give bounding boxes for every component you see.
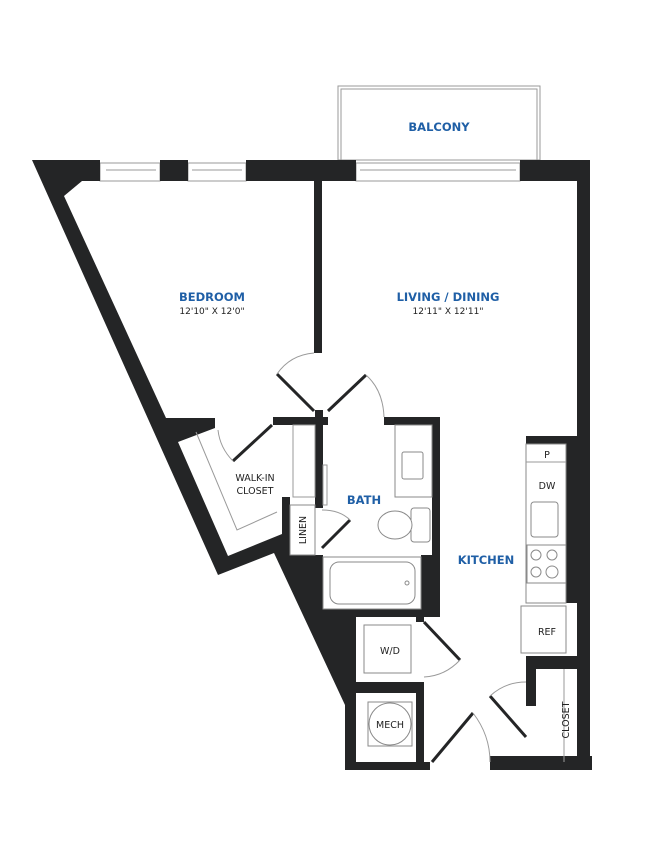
left-diagonal-wall — [32, 160, 356, 770]
bath-sink — [401, 451, 424, 480]
dishwasher-label: DW — [539, 481, 556, 492]
closet-label: CLOSET — [561, 701, 572, 738]
tub-side-wall — [421, 555, 440, 617]
linen-door-swing — [321, 509, 351, 521]
burner — [545, 565, 559, 579]
wd-door-swing — [423, 659, 461, 678]
closet-left-wall — [526, 656, 536, 706]
tub-drain — [404, 580, 410, 586]
bedroom-label: BEDROOM — [179, 290, 245, 304]
balcony-label: BALCONY — [408, 120, 470, 134]
top-wall-right — [520, 160, 590, 181]
bedroom-window-pillar — [160, 160, 188, 181]
entry-door — [430, 712, 475, 763]
kitchen-counter-back-wall — [566, 436, 578, 603]
mech-label: MECH — [376, 720, 404, 731]
bath-door-swing — [365, 374, 385, 418]
bath-door — [326, 373, 368, 413]
walk-in-shelf — [195, 431, 278, 531]
wd-mech-divider — [356, 682, 424, 693]
bath-right-wall — [432, 417, 440, 617]
closet-door-swing — [489, 681, 527, 697]
top-wall-middle — [246, 160, 356, 181]
closet-shelf — [292, 424, 316, 498]
walk-in-door-swing — [217, 429, 234, 462]
living-dining-dimensions: 12'11" X 12'11" — [413, 307, 484, 317]
linen-closet — [289, 504, 316, 556]
wd-door — [422, 620, 462, 662]
doors[interactable] — [217, 352, 528, 763]
refrigerator — [520, 605, 567, 654]
wd-label: W/D — [380, 646, 400, 657]
closet-door — [488, 695, 528, 738]
closet-top-wall — [273, 417, 328, 425]
linen-door — [320, 518, 352, 550]
mech-right-wall — [416, 693, 424, 770]
bedroom-living-wall — [314, 181, 322, 353]
burner — [546, 549, 558, 561]
right-exterior-wall — [577, 160, 590, 770]
refrigerator-label: REF — [538, 627, 556, 638]
kitchen-counter-top-wall — [526, 436, 578, 444]
balcony-railing — [340, 88, 538, 161]
bedroom-dimensions: 12'10" X 12'0" — [179, 307, 244, 317]
bottom-wall-right — [490, 756, 592, 770]
bath-bottom-wall — [323, 609, 440, 617]
burner — [530, 549, 542, 561]
mech-unit — [368, 702, 412, 746]
bath-towel-bar — [322, 464, 328, 506]
balcony-door — [355, 162, 521, 182]
living-dining-label: LIVING / DINING — [397, 290, 500, 304]
walk-in-closet-label-2: CLOSET — [237, 486, 274, 497]
ref-closet-divider — [526, 656, 578, 669]
entry-door-swing — [472, 712, 491, 763]
toilet-tank — [410, 507, 431, 543]
bath-fixtures — [322, 424, 433, 610]
bathtub-basin — [329, 561, 416, 605]
toilet-bowl — [377, 510, 413, 540]
kitchen-sink — [530, 501, 559, 538]
kitchen-label: KITCHEN — [458, 553, 515, 567]
linen-label: LINEN — [298, 516, 309, 544]
bedroom-door-swing — [276, 352, 315, 375]
bottom-wall-left — [345, 762, 430, 770]
kitchen-fixtures — [520, 443, 567, 762]
burner — [530, 566, 542, 578]
wd-right-wall — [416, 617, 424, 622]
bedroom-window-2 — [187, 162, 247, 182]
bedroom-door — [275, 372, 316, 413]
bedroom-window-1 — [99, 162, 161, 182]
bath-top-wall — [384, 417, 440, 425]
bath-left-wall — [315, 410, 323, 508]
washer-dryer — [363, 624, 412, 674]
bath-label: BATH — [347, 493, 381, 507]
walk-in-closet-label-1: WALK-IN — [235, 473, 274, 484]
walk-in-closet-door — [231, 423, 274, 463]
walls — [32, 160, 592, 770]
pantry-label: P — [544, 450, 550, 461]
